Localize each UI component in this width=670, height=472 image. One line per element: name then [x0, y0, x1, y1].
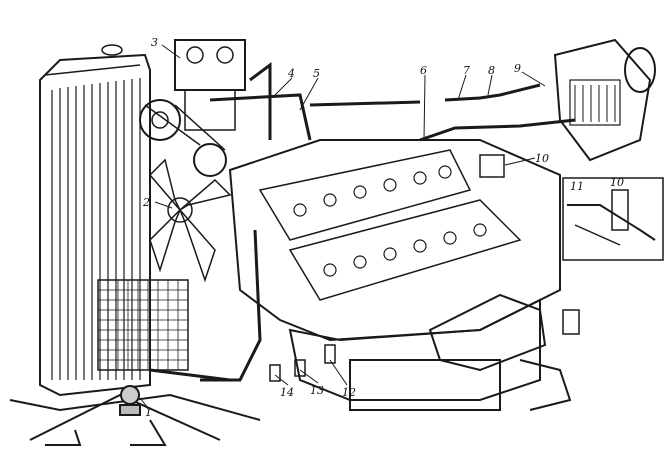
- radiator-mount-frame: [9, 385, 261, 446]
- callout-1: 1: [145, 406, 152, 419]
- callout-14: 14: [280, 386, 294, 399]
- drain-taps: [269, 344, 336, 382]
- callout-4: 4: [287, 67, 295, 80]
- heater-unit: [553, 38, 656, 162]
- callout-labels: 1 2 3 4 5 6 7 8 9 10 10 11 12 13 14: [142, 36, 624, 419]
- callout-12: 12: [342, 386, 356, 399]
- callout-6: 6: [420, 64, 427, 77]
- exhaust-manifold: [428, 293, 580, 411]
- leader-lines: [139, 44, 546, 409]
- callout-7: 7: [463, 64, 470, 77]
- engine-block: [228, 139, 561, 411]
- cylinder-head-right: [288, 199, 522, 301]
- callout-3: 3: [151, 36, 158, 49]
- callout-2: 2: [142, 196, 150, 209]
- thermostat-inset: [562, 177, 664, 261]
- air-compressor: [174, 39, 246, 131]
- callout-5: 5: [313, 67, 320, 80]
- oil-cooler-grid: [97, 279, 189, 371]
- heater-pipes: [309, 83, 576, 142]
- radiator: [39, 44, 189, 397]
- callout-11: 11: [570, 180, 584, 193]
- callout-10: 10: [535, 152, 549, 165]
- callout-8: 8: [488, 64, 495, 77]
- callout-13: 13: [310, 384, 324, 397]
- fan: [148, 158, 232, 283]
- callout-9: 9: [514, 62, 521, 75]
- pulley-assembly: [139, 99, 227, 177]
- thermostat-housing: [479, 154, 505, 178]
- coolant-pipes: [149, 62, 312, 382]
- radiator-core: [51, 78, 141, 380]
- callout-10-inset: 10: [610, 176, 624, 189]
- cylinder-head-left: [258, 149, 472, 241]
